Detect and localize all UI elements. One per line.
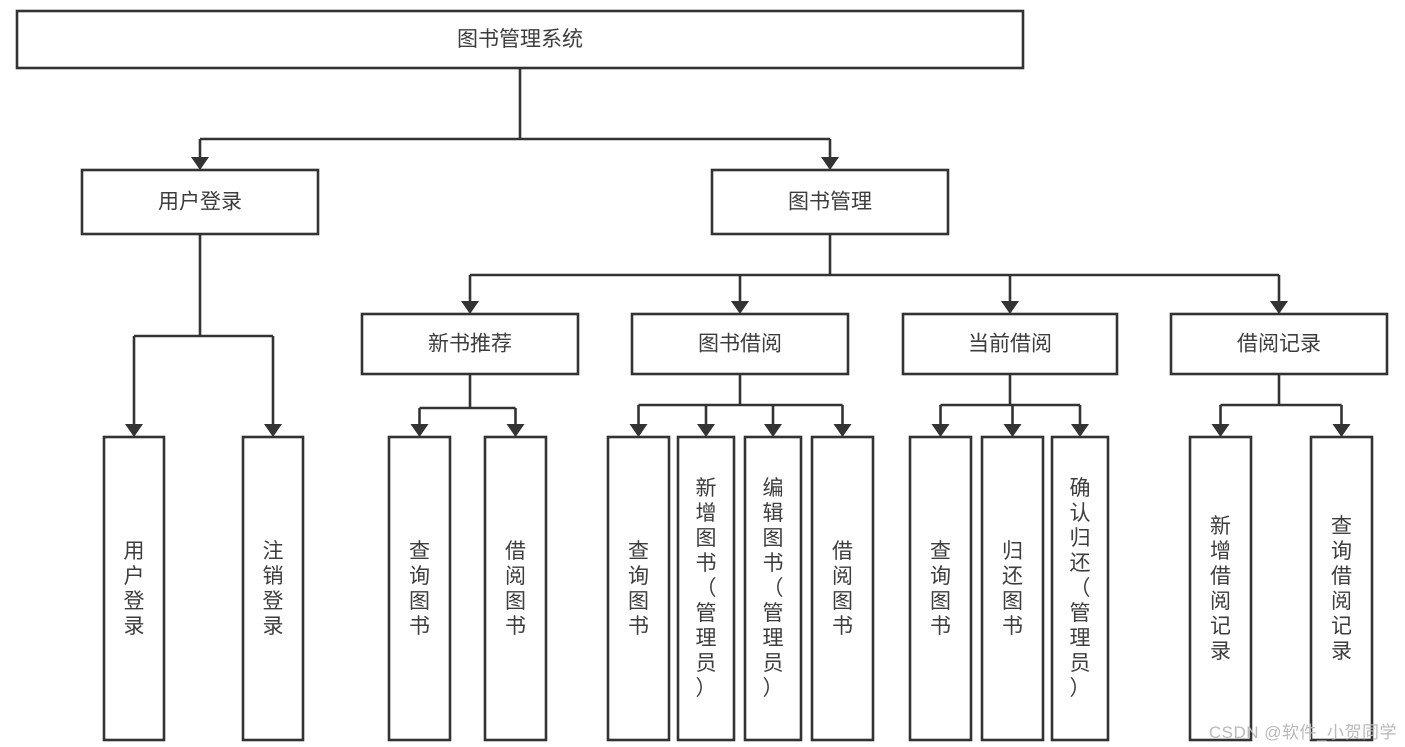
node-label-l2_1: 用户登录 bbox=[158, 191, 242, 214]
node-box-leaf_12[interactable] bbox=[1188, 435, 1253, 742]
edge-book-manage-current-arrow-icon bbox=[1001, 301, 1019, 314]
node-label-l3_2: 图书借阅 bbox=[698, 333, 782, 356]
edge-new-book-query-arrow-icon bbox=[410, 424, 429, 437]
edge-book-manage-records-arrow-icon bbox=[1270, 301, 1288, 314]
node-box-l3_1[interactable] bbox=[360, 312, 580, 376]
edge-borrow-edit-arrow-icon bbox=[764, 424, 782, 437]
node-box-leaf_13[interactable] bbox=[1309, 435, 1374, 742]
edge-records-add-arrow-icon bbox=[1211, 424, 1230, 437]
edge-current-confirm-arrow-icon bbox=[1071, 424, 1089, 437]
node-box-leaf_3[interactable] bbox=[387, 435, 452, 742]
edge-borrow-borrow-arrow-icon bbox=[833, 424, 852, 437]
node-box-leaf_9[interactable] bbox=[908, 435, 973, 742]
node-label-l3_1: 新书推荐 bbox=[428, 333, 512, 356]
edge-book-manage-new-book-arrow-icon bbox=[461, 301, 479, 314]
node-box-leaf_6[interactable] bbox=[676, 435, 736, 742]
edge-root-user-login-arrow-icon bbox=[191, 157, 209, 170]
edge-current-query-arrow-icon bbox=[931, 424, 950, 437]
node-label-l3_3: 当前借阅 bbox=[968, 333, 1052, 356]
edge-book-manage-borrow-arrow-icon bbox=[731, 301, 749, 314]
node-box-l3_3[interactable] bbox=[901, 312, 1119, 376]
node-box-l2_2[interactable] bbox=[710, 168, 950, 236]
edge-records-query-arrow-icon bbox=[1332, 424, 1351, 437]
node-box-leaf_2[interactable] bbox=[241, 435, 305, 742]
node-box-leaf_11[interactable] bbox=[1050, 435, 1110, 742]
node-box-leaf_1[interactable] bbox=[102, 435, 166, 742]
node-box-l3_2[interactable] bbox=[630, 312, 850, 376]
edge-root-book-manage-arrow-icon bbox=[821, 157, 839, 170]
edge-current-return-arrow-icon bbox=[1003, 424, 1022, 437]
edge-user-login-login-arrow-icon bbox=[125, 424, 143, 437]
node-box-leaf_10[interactable] bbox=[980, 435, 1045, 742]
node-box-leaf_8[interactable] bbox=[810, 435, 875, 742]
csdn-watermark: CSDN @软件_小贺同学 bbox=[1208, 723, 1397, 742]
node-box-leaf_5[interactable] bbox=[606, 435, 671, 742]
node-label-root: 图书管理系统 bbox=[457, 28, 583, 51]
node-box-leaf_7[interactable] bbox=[743, 435, 803, 742]
edge-user-login-logout-arrow-icon bbox=[264, 424, 282, 437]
node-box-l3_4[interactable] bbox=[1169, 312, 1389, 376]
edge-borrow-query-arrow-icon bbox=[629, 424, 648, 437]
node-box-leaf_4[interactable] bbox=[483, 435, 548, 742]
edge-borrow-add-arrow-icon bbox=[697, 424, 715, 437]
node-box-l2_1[interactable] bbox=[80, 168, 320, 236]
boxes-layer bbox=[15, 9, 1389, 742]
edges-layer bbox=[125, 68, 1351, 437]
node-box-root[interactable] bbox=[15, 9, 1025, 70]
edge-new-book-borrow-arrow-icon bbox=[506, 424, 525, 437]
node-label-l2_2: 图书管理 bbox=[788, 191, 872, 214]
node-label-l3_4: 借阅记录 bbox=[1237, 333, 1321, 356]
